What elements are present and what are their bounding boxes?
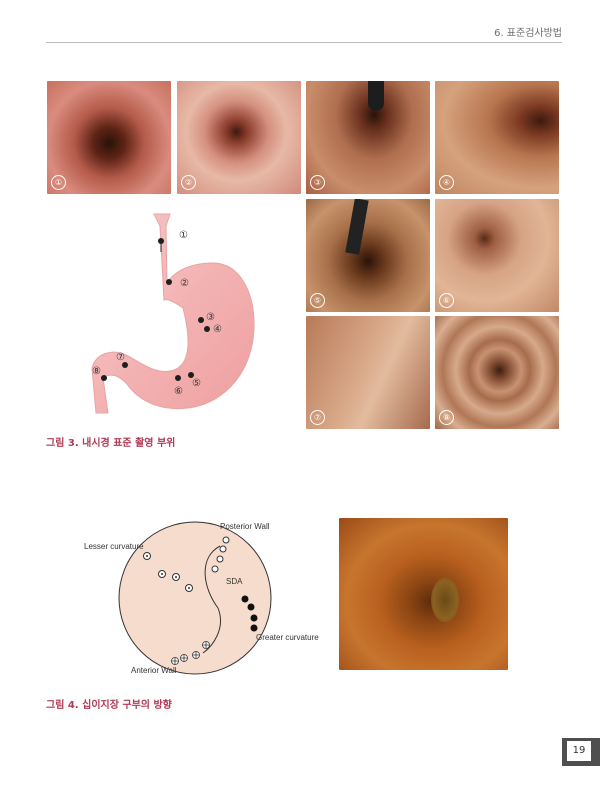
endoscopy-photo-8: ⑧ bbox=[435, 316, 559, 429]
site-marker-4 bbox=[204, 326, 210, 332]
crossed-markers bbox=[171, 641, 210, 665]
running-header: 6. 표준검사방법 bbox=[494, 28, 562, 39]
diagram-label-5: ⑤ bbox=[192, 378, 201, 389]
endoscopy-photo-1: ① bbox=[47, 81, 171, 194]
endoscopy-photo-4: ④ bbox=[435, 81, 559, 194]
photo-number-badge: ① bbox=[51, 175, 66, 190]
sda-curve bbox=[202, 545, 221, 654]
diagram-label-3: ③ bbox=[206, 312, 215, 323]
endoscopy-photo-5: ⑤ bbox=[306, 199, 430, 312]
posterior-wall-label: Posterior Wall bbox=[220, 522, 270, 531]
sda-label: SDA bbox=[226, 577, 243, 586]
bulb-circle bbox=[118, 521, 272, 675]
photo-number-badge: ⑤ bbox=[310, 293, 325, 308]
endoscope-shaft bbox=[368, 81, 384, 111]
header-divider bbox=[46, 42, 562, 43]
photo-number-badge: ③ bbox=[310, 175, 325, 190]
diagram-label-2: ② bbox=[180, 278, 189, 289]
photo-number-badge: ② bbox=[181, 175, 196, 190]
site-marker-2 bbox=[166, 279, 172, 285]
site-marker-7 bbox=[122, 362, 128, 368]
bulb-lumen bbox=[431, 578, 459, 622]
duodenal-bulb-photo bbox=[339, 518, 508, 670]
site-marker-5 bbox=[188, 372, 194, 378]
diagram-label-7: ⑦ bbox=[116, 352, 125, 363]
greater-curvature-label: Greater curvature bbox=[256, 633, 319, 642]
site-marker-6 bbox=[175, 375, 181, 381]
anterior-wall-label: Anterior Wall bbox=[131, 666, 177, 675]
diagram-label-1: ① bbox=[179, 230, 188, 241]
dotted-markers bbox=[143, 552, 193, 592]
site-marker-8 bbox=[101, 375, 107, 381]
photo-number-badge: ⑥ bbox=[439, 293, 454, 308]
stomach-diagram: ① ② ③ ④ ⑤ ⑥ ⑦ ⑧ bbox=[91, 213, 255, 414]
endoscopy-photo-3: ③ bbox=[306, 81, 430, 194]
photo-number-badge: ④ bbox=[439, 175, 454, 190]
page-number: 19 bbox=[567, 741, 591, 761]
duodenal-bulb-diagram: Posterior Wall Lesser curvature SDA Grea… bbox=[84, 521, 319, 675]
figure-3-caption: 그림 3. 내시경 표준 촬영 부위 bbox=[46, 438, 176, 449]
photo-number-badge: ⑦ bbox=[310, 410, 325, 425]
endoscope-shaft bbox=[345, 199, 369, 255]
diagram-label-8: ⑧ bbox=[92, 366, 101, 377]
endoscopy-photo-2: ② bbox=[177, 81, 301, 194]
photo-number-badge: ⑧ bbox=[439, 410, 454, 425]
endoscopy-photo-6: ⑥ bbox=[435, 199, 559, 312]
endoscopy-photo-7: ⑦ bbox=[306, 316, 430, 429]
figure-4-caption: 그림 4. 십이지장 구부의 방향 bbox=[46, 700, 172, 711]
diagram-label-4: ④ bbox=[213, 324, 222, 335]
lesser-curvature-label: Lesser curvature bbox=[84, 542, 144, 551]
diagram-label-6: ⑥ bbox=[174, 386, 183, 397]
site-marker-3 bbox=[198, 317, 204, 323]
esophagus-and-stomach-shape bbox=[91, 213, 255, 414]
page-number-box: 19 bbox=[562, 738, 600, 766]
